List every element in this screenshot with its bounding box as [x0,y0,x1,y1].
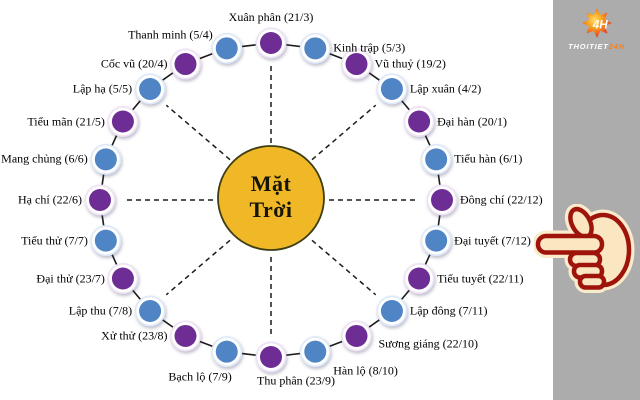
logo-badge-text: 4H [591,18,607,31]
term-node [107,106,139,137]
hand-outline [538,206,629,288]
term-node [299,336,331,368]
spoke-line [165,239,231,296]
logo-text-accent: 24H [608,42,625,51]
spoke-line [165,104,231,161]
term-node [84,184,116,216]
sun-label-line: Mặt [251,171,292,196]
term-node [376,295,408,327]
term-node [134,295,166,327]
term-node [376,73,408,105]
term-node [170,320,201,352]
term-node [107,263,139,294]
logo-text-main: THOITIET [568,42,609,51]
term-node [420,225,452,257]
sun-burst-shape [581,8,612,38]
logo-wordmark: THOITIET24H [553,42,640,51]
pointer-hand-icon [534,204,636,294]
term-node [426,184,458,216]
term-node [134,73,166,105]
sun-label-line: Trời [249,197,292,222]
term-node [341,320,372,352]
logo-thoitiet: 4H THOITIET24H [553,6,640,51]
term-node [255,341,287,373]
term-node [403,106,435,137]
term-node [211,336,243,368]
term-node [90,225,122,257]
sidebar-panel [553,0,640,400]
term-node [170,48,201,80]
term-node [90,143,122,175]
spoke-line [311,104,377,161]
term-node [341,48,372,80]
term-node [403,263,435,294]
term-node [255,27,287,59]
term-node [420,143,452,175]
logo-sun-icon: 4H [581,8,612,38]
term-node [299,32,331,64]
spoke-line [311,239,377,296]
term-node [211,32,243,64]
